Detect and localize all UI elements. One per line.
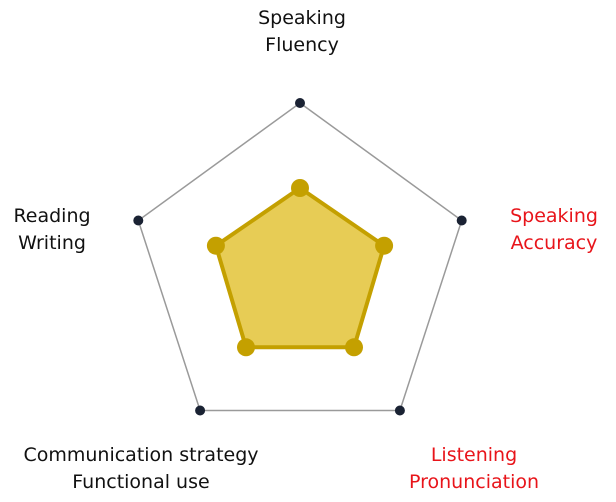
- axis-vertex-reading-writing: [133, 215, 144, 226]
- data-point-reading-writing: [206, 236, 225, 255]
- data-point-communication-strategy-functional-use: [237, 338, 255, 357]
- data-point-listening-pronunciation: [345, 338, 363, 357]
- data-point-speaking-accuracy: [375, 236, 394, 255]
- axis-label-speaking-accuracy: Speaking Accuracy: [510, 205, 598, 254]
- axis-vertex-listening-pronunciation: [394, 405, 405, 416]
- axis-vertex-speaking-fluency: [295, 98, 305, 108]
- axis-label-listening-pronunciation: Listening Pronunciation: [408, 444, 540, 493]
- radar-series: [206, 179, 394, 357]
- radar-frame: [137, 102, 463, 412]
- axis-vertex-communication-strategy-functional-use: [195, 405, 206, 416]
- axis-label-speaking-fluency: Speaking Fluency: [258, 7, 346, 56]
- axis-vertex-speaking-accuracy: [456, 215, 467, 226]
- radar-outline: [137, 102, 463, 412]
- axis-label-communication-functional: Communication strategy Functional use: [23, 444, 259, 493]
- data-point-speaking-fluency: [291, 179, 309, 197]
- series-area-0: [213, 186, 387, 350]
- axis-label-reading-writing: Reading Writing: [13, 205, 91, 254]
- radar-vertices: [133, 98, 467, 416]
